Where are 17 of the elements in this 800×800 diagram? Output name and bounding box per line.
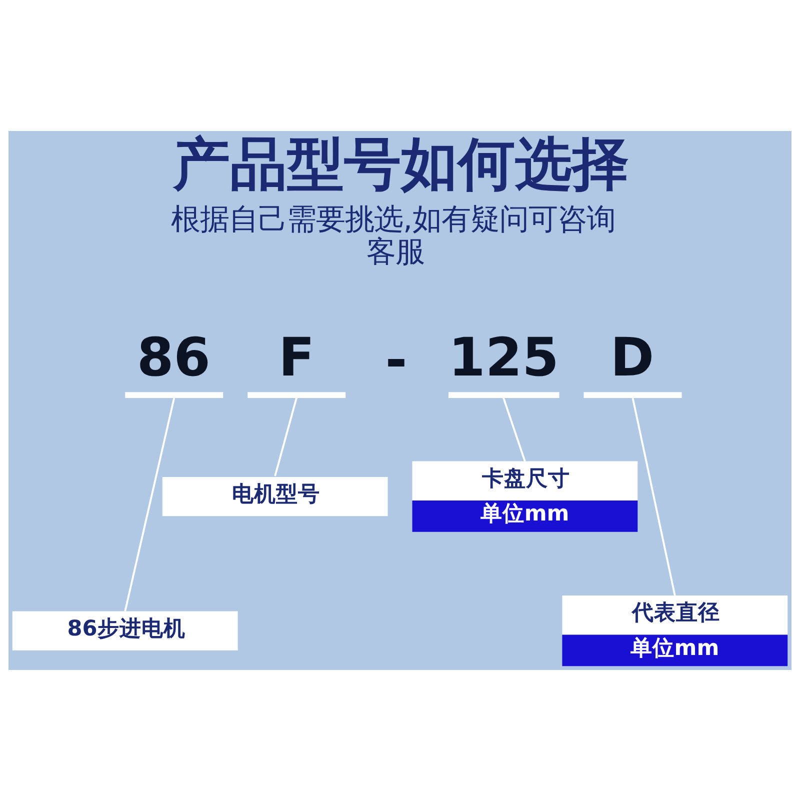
node-label: 125 <box>448 327 559 388</box>
node-box <box>584 392 682 398</box>
label: 根据自己需要挑选,如有疑问可咨询客服 <box>171 202 616 268</box>
connector <box>632 397 676 596</box>
label: - <box>385 330 408 391</box>
node-label: F <box>278 327 315 388</box>
diagram-title: 产品型号如何选择 <box>173 130 630 197</box>
node-box <box>448 392 560 398</box>
node-box <box>125 392 224 398</box>
node-box: 86步进电机 <box>12 610 238 650</box>
connector <box>124 397 176 611</box>
node-label: D <box>610 327 654 388</box>
node-label: 86 <box>136 327 210 388</box>
connector <box>274 396 298 476</box>
node-box <box>248 392 346 398</box>
connector <box>502 396 526 462</box>
node-box: 电机型号 <box>162 476 388 516</box>
